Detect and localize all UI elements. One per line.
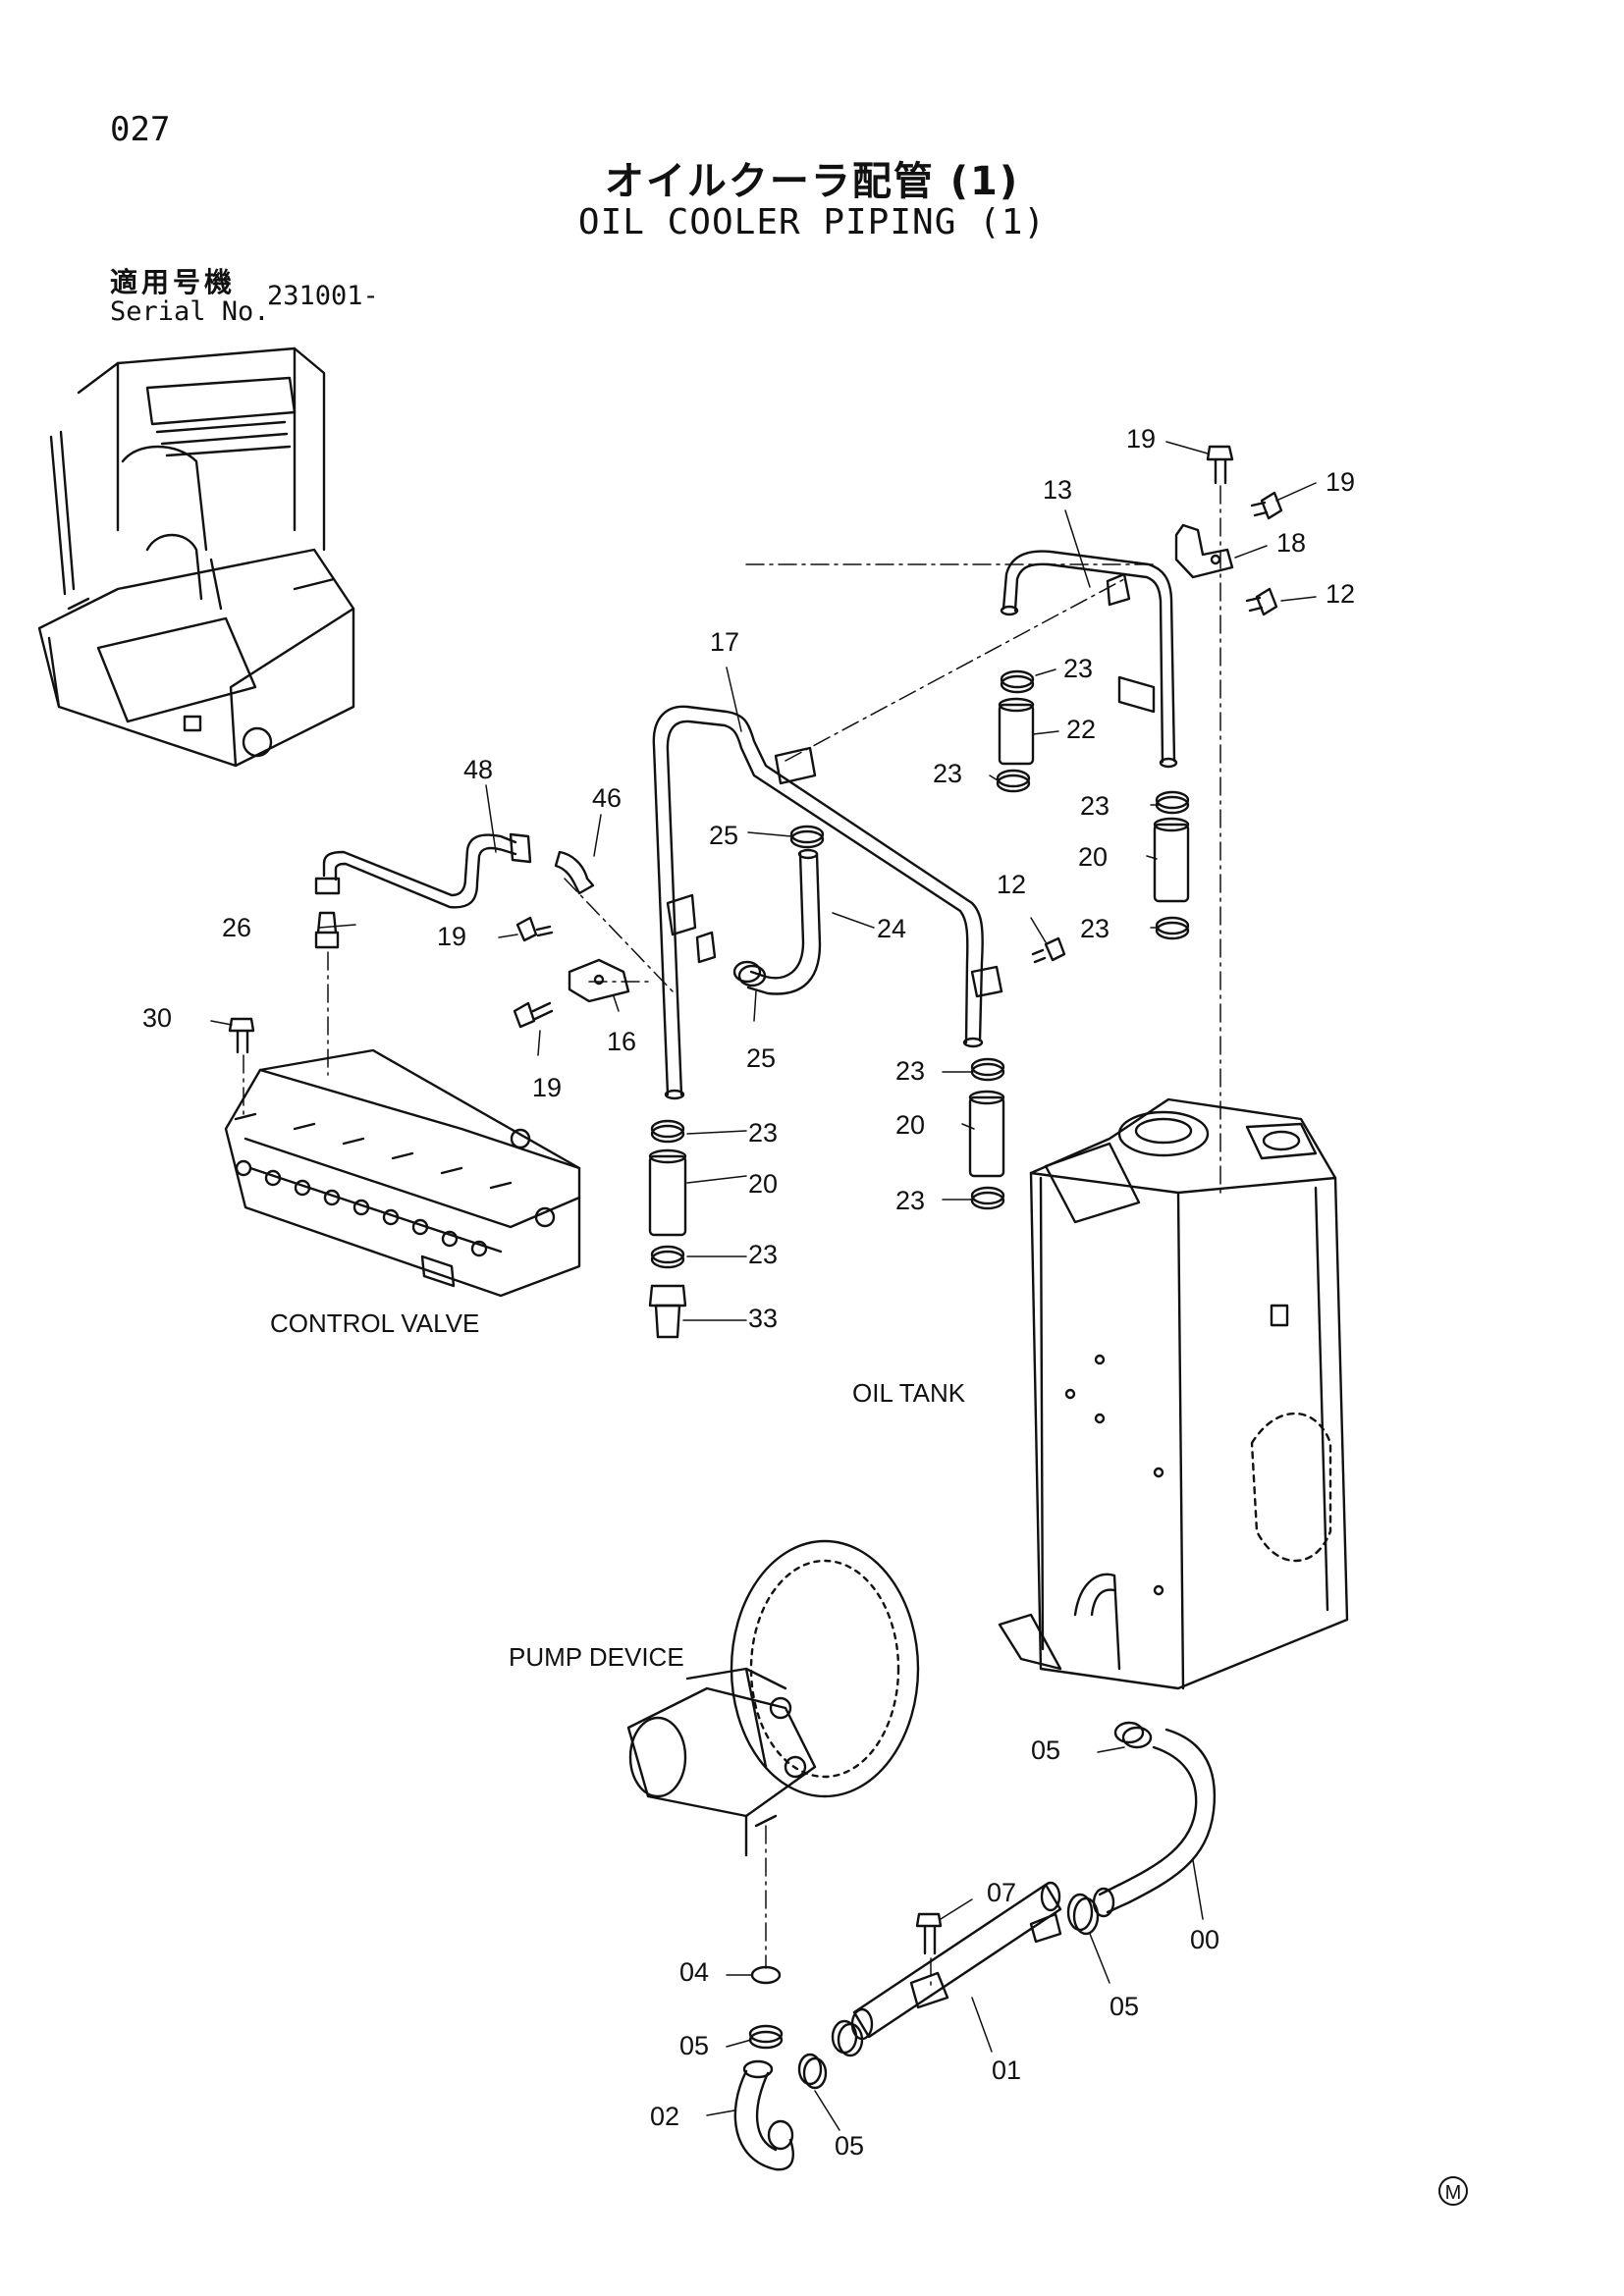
callout-48: 48 [463, 755, 493, 784]
callout-05: 05 [1031, 1735, 1060, 1765]
callout-25: 25 [746, 1043, 776, 1073]
title-english: OIL COOLER PIPING (1) [577, 202, 1047, 242]
callout-30: 30 [142, 1003, 172, 1033]
callout-17: 17 [710, 627, 739, 657]
callout-01: 01 [992, 2056, 1021, 2085]
serial-label-japanese: 適用号機 [110, 266, 237, 298]
callout-05: 05 [1110, 1992, 1139, 2021]
page-number: 027 [110, 110, 171, 149]
caption-pump-device: PUMP DEVICE [509, 1642, 684, 1672]
callout-04: 04 [679, 1957, 709, 1987]
callout-20: 20 [748, 1169, 778, 1199]
callout-00: 00 [1190, 1925, 1219, 1954]
hose-clamp-set-upper [996, 669, 1190, 940]
callout-13: 13 [1043, 475, 1072, 505]
callout-23: 23 [1063, 654, 1093, 683]
excavator-sketch [37, 347, 355, 768]
callout-07: 07 [987, 1878, 1016, 1907]
callout-20: 20 [895, 1110, 925, 1140]
pipe-13 [1000, 550, 1178, 769]
hose-24 [746, 848, 822, 995]
bracket-16 [568, 958, 630, 1003]
callout-20: 20 [1078, 842, 1108, 872]
control-valve-sketch [224, 1048, 581, 1298]
bolts [228, 445, 1283, 1955]
title-japanese: オイルクーラ配管 (1) [604, 159, 1020, 204]
registered-mark: M [1438, 2176, 1468, 2206]
callout-19: 19 [532, 1073, 562, 1102]
callout-33: 33 [748, 1304, 778, 1333]
callout-46: 46 [592, 783, 622, 813]
callout-23: 23 [748, 1240, 778, 1269]
callout-19: 19 [437, 922, 466, 951]
callout-23: 23 [895, 1056, 925, 1086]
leader-lines [210, 441, 1317, 2131]
callout-23: 23 [748, 1118, 778, 1148]
callout-23: 23 [933, 759, 962, 788]
callout-26: 26 [222, 913, 251, 942]
caption-oil-tank: OIL TANK [852, 1378, 966, 1408]
callout-labels: 19 19 13 18 12 17 23 22 23 23 48 46 25 2… [142, 424, 1355, 2161]
captions: CONTROL VALVE OIL TANK PUMP DEVICE [270, 1308, 966, 1672]
callout-05: 05 [679, 2031, 709, 2060]
hose-clamp-set-middle [732, 825, 1005, 1210]
pipe-17 [652, 705, 1003, 1100]
callout-23: 23 [1080, 914, 1110, 943]
callout-16: 16 [607, 1027, 636, 1056]
callout-02: 02 [650, 2102, 679, 2131]
callout-25: 25 [709, 821, 738, 850]
serial-label-english: Serial No. [110, 296, 270, 327]
callout-12: 12 [997, 870, 1026, 899]
fitting-26 [314, 911, 340, 949]
callout-23: 23 [895, 1186, 925, 1215]
oil-tank-sketch [998, 1097, 1349, 1690]
bracket-18 [1174, 523, 1234, 579]
pump-device-sketch [626, 1539, 920, 1857]
callout-19: 19 [1126, 424, 1156, 454]
callout-22: 22 [1066, 715, 1096, 744]
callout-23: 23 [1080, 791, 1110, 821]
center-lines [243, 485, 1221, 1989]
pipe-48 [314, 832, 595, 909]
callout-24: 24 [877, 914, 906, 943]
callout-18: 18 [1276, 528, 1306, 558]
mark-letter: M [1445, 2182, 1462, 2204]
lower-piping [733, 1721, 1217, 2171]
callout-05: 05 [835, 2131, 864, 2161]
serial-number: 231001- [267, 281, 379, 311]
hose-clamp-set-left [648, 1119, 687, 1339]
caption-control-valve: CONTROL VALVE [270, 1308, 479, 1338]
callout-12: 12 [1326, 579, 1355, 609]
callout-19: 19 [1326, 467, 1355, 497]
